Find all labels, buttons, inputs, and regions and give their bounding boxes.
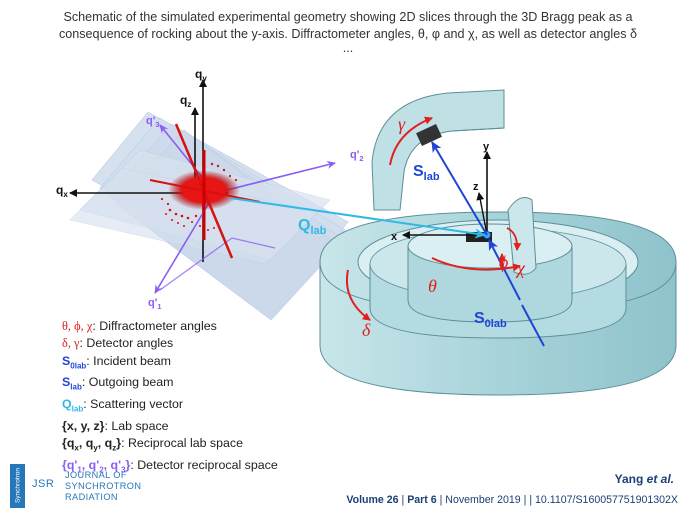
gamma-label: γ bbox=[398, 114, 406, 134]
q3-label: q'3 bbox=[146, 115, 160, 129]
detector-arm bbox=[371, 89, 505, 211]
bragg-slices bbox=[69, 111, 349, 321]
legend-row-reciprocal-lab: {qx, qy, qz}: Reciprocal lab space bbox=[62, 436, 243, 453]
author-credit: Yang et al. bbox=[614, 472, 674, 486]
caption-line-2: consequence of rocking about the y-axis.… bbox=[58, 27, 638, 41]
journal-name: JOURNAL OF SYNCHROTRON RADIATION bbox=[65, 470, 142, 502]
legend-row-lab-space: {x, y, z}: Lab space bbox=[62, 418, 169, 433]
legend-row-outgoing: Slab: Outgoing beam bbox=[62, 375, 174, 392]
bragg-peak bbox=[149, 123, 261, 259]
legend-row-scattering: Qlab: Scattering vector bbox=[62, 397, 184, 414]
journal-logo: Synchrotron JSR JOURNAL OF SYNCHROTRON R… bbox=[10, 462, 210, 510]
qy-label: qy bbox=[195, 67, 207, 83]
q-lab-label: Qlab bbox=[298, 217, 327, 237]
s-lab-label: Slab bbox=[413, 163, 440, 183]
caption-ellipsis: ... bbox=[342, 41, 354, 55]
theta-label: θ bbox=[428, 276, 437, 296]
citation-line: Volume 26 | Part 6 | November 2019 | | 1… bbox=[346, 494, 678, 506]
lab-axes bbox=[402, 151, 491, 239]
rotation-arrows bbox=[346, 116, 521, 321]
doi: 10.1107/S160057751901302X bbox=[535, 494, 678, 506]
legend-row-detector-reciprocal: {q'1, q'2, q'3}: Detector reciprocal spa… bbox=[62, 457, 278, 475]
q1-label: q'1 bbox=[148, 297, 162, 311]
qz-label: qz bbox=[180, 93, 191, 109]
legend-row-incident: S0lab: Incident beam bbox=[62, 353, 172, 371]
beam-vectors bbox=[229, 141, 545, 347]
figure-caption: Schematic of the simulated experimental … bbox=[20, 9, 676, 55]
symbol-legend: θ, ϕ, χ: Diffractometer angles δ, γ: Det… bbox=[62, 318, 278, 479]
s0-lab-label: S0lab bbox=[474, 310, 507, 330]
z-axis-label: z bbox=[473, 181, 479, 193]
caption-line-1: Schematic of the simulated experimental … bbox=[63, 10, 633, 24]
logo-bar: Synchrotron bbox=[10, 464, 25, 508]
chi-label: χ bbox=[515, 258, 526, 278]
qx-label: qx bbox=[56, 183, 68, 199]
x-axis-label: x bbox=[391, 231, 398, 243]
legend-row-detector: δ, γ: Detector angles bbox=[62, 336, 174, 351]
q2-label: q'2 bbox=[350, 149, 364, 163]
y-axis-label: y bbox=[483, 141, 490, 153]
diagram-labels: qy qz qx q'3 q'2 q'1 Qlab Slab S0lab y z… bbox=[56, 67, 526, 340]
logo-vertical-text: Synchrotron bbox=[14, 467, 22, 504]
logo-abbreviation: JSR bbox=[32, 478, 55, 490]
phi-label: ϕ bbox=[499, 252, 508, 272]
delta-label: δ bbox=[362, 320, 371, 340]
legend-row-diffractometer: θ, ϕ, χ: Diffractometer angles bbox=[62, 319, 217, 333]
